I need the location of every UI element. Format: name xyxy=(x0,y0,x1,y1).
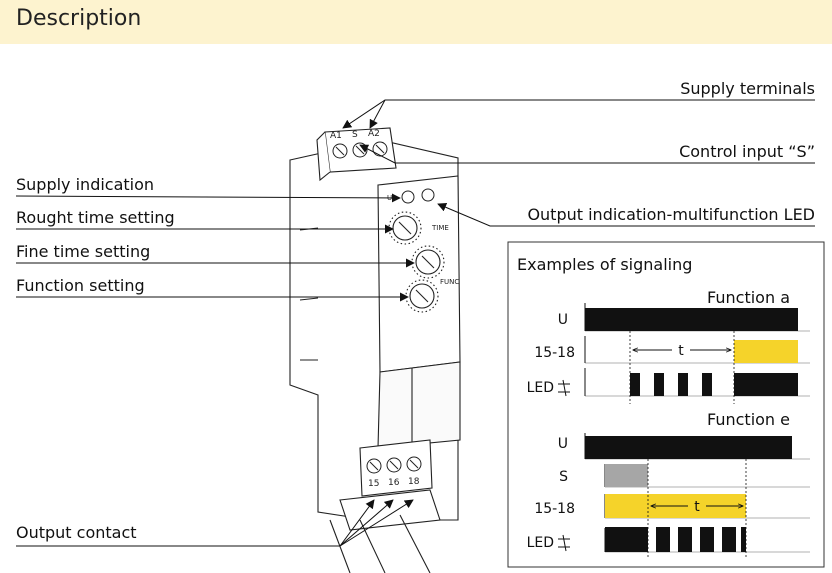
label-rough-time: Rought time setting xyxy=(16,208,175,227)
signaling-panel: Examples of signaling Function a U 15-18… xyxy=(507,241,825,568)
supply-led xyxy=(401,190,415,204)
fe-row-s: S xyxy=(559,469,568,485)
rough-time-knob xyxy=(388,211,422,245)
fe-row-led: LED xyxy=(527,535,554,551)
fa-u-bar xyxy=(585,308,798,331)
fa-t-label: t xyxy=(678,343,684,359)
section-header: Description xyxy=(0,0,832,44)
terminal-a1: A1 xyxy=(330,131,342,141)
time-label: TIME xyxy=(431,224,449,232)
relay-device xyxy=(289,127,461,573)
device-front-face xyxy=(377,175,461,373)
fe-led-symbol xyxy=(558,534,570,552)
fe-led-pulses xyxy=(605,527,746,552)
top-terminal-side xyxy=(316,131,331,182)
bottom-screws xyxy=(366,456,422,474)
label-supply-indication: Supply indication xyxy=(16,175,154,194)
top-screws xyxy=(332,141,388,159)
label-control-input: Control input “S” xyxy=(679,142,815,161)
fine-time-knob xyxy=(411,245,445,279)
fa-row-15-18: 15-18 xyxy=(534,345,575,361)
function-knob xyxy=(405,279,439,313)
fe-u-bar xyxy=(585,436,792,459)
label-function-setting: Function setting xyxy=(16,276,145,295)
bottom-foot xyxy=(339,489,441,531)
terminal-a2: A2 xyxy=(368,129,380,139)
section-title: Description xyxy=(16,6,142,31)
fe-row-15-18: 15-18 xyxy=(534,501,575,517)
label-fine-time: Fine time setting xyxy=(16,242,150,261)
fe-timing-markers xyxy=(647,459,747,558)
fa-relay-bar xyxy=(734,340,798,363)
fa-led-pulses xyxy=(630,373,798,396)
terminal-18: 18 xyxy=(408,477,420,487)
fa-timing-markers xyxy=(629,331,735,404)
label-output-contact: Output contact xyxy=(16,523,137,542)
fa-row-led: LED xyxy=(527,380,554,396)
callout-lines xyxy=(15,99,815,547)
fe-t-label: t xyxy=(694,499,700,515)
terminal-15: 15 xyxy=(368,479,379,489)
fa-row-u: U xyxy=(558,312,568,328)
terminal-s: S xyxy=(352,130,358,140)
signaling-title: Examples of signaling xyxy=(517,255,692,274)
func-label: FUNC xyxy=(440,278,459,286)
terminal-16: 16 xyxy=(388,478,400,488)
device-neck xyxy=(377,361,461,449)
fe-s-bar xyxy=(605,464,648,487)
output-led xyxy=(421,188,435,202)
fa-led-symbol xyxy=(558,379,570,397)
fe-row-u: U xyxy=(558,436,568,452)
function-e-title: Function e xyxy=(707,410,790,429)
label-supply-terminals: Supply terminals xyxy=(680,79,815,98)
label-output-indication: Output indication-multifunction LED xyxy=(527,205,815,224)
function-a-title: Function a xyxy=(707,288,790,307)
